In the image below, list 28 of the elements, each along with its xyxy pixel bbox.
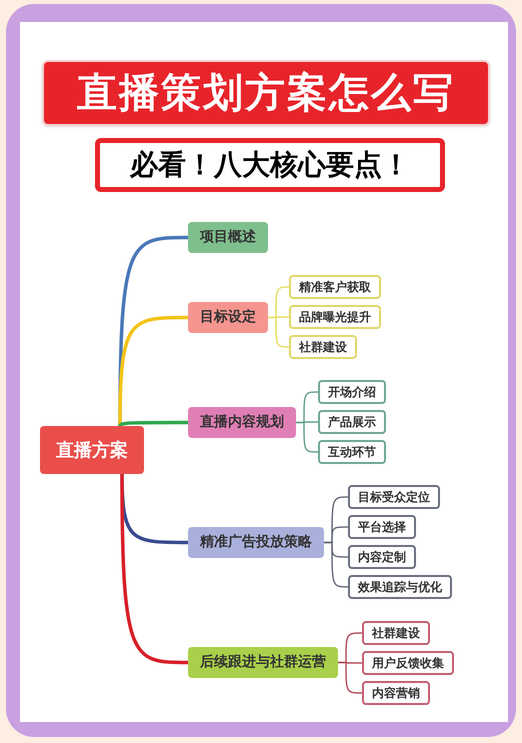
subtopic-box: 社群建设 (289, 335, 357, 359)
branch-line (295, 422, 319, 453)
topic-box: 项目概述 (188, 222, 268, 253)
subtopic-box: 精准客户获取 (289, 275, 381, 299)
subtopic-box: 互动环节 (318, 440, 386, 464)
subtopic-box: 内容营销 (362, 681, 430, 705)
topic-box: 精准广告投放策略 (188, 527, 324, 558)
branch-line (267, 316, 290, 348)
title-text: 直播策划方案怎么写 (77, 73, 455, 113)
subtopic-box: 目标受众定位 (348, 485, 440, 509)
root-topic-box: 直播方案 (40, 426, 144, 474)
topic-box: 直播内容规划 (188, 407, 296, 438)
subtitle-banner: 必看！八大核心要点！ (95, 138, 445, 192)
subtopic-box: 用户反馈收集 (362, 651, 454, 675)
subtopic-box: 平台选择 (348, 515, 416, 539)
topic-box: 后续跟进与社群运营 (188, 647, 338, 678)
subtopic-box: 品牌曝光提升 (289, 305, 381, 329)
subtopic-box: 内容定制 (348, 545, 416, 569)
branch-line (118, 420, 190, 428)
subtopic-box: 社群建设 (362, 621, 430, 645)
subtopic-box: 开场介绍 (318, 380, 386, 404)
topic-box: 目标设定 (188, 302, 268, 333)
branch-line (337, 662, 363, 694)
branch-line (323, 542, 349, 588)
branch-line (120, 472, 190, 664)
subtopic-box: 效果追踪与优化 (348, 575, 452, 599)
subtopic-box: 产品展示 (318, 410, 386, 434)
branch-line (118, 316, 190, 428)
